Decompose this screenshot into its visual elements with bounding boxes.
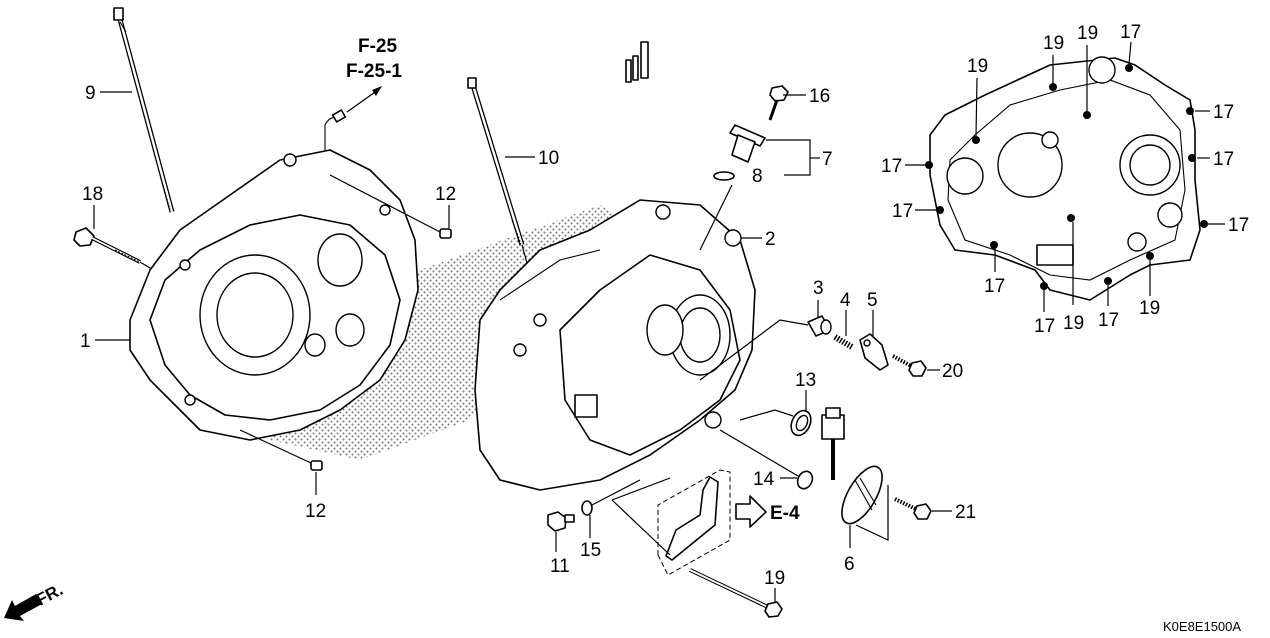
inset-callout-17-bottom-3: 17 [1098,310,1119,331]
callout-14: 14 [753,469,775,490]
part-2-crankcase-right[interactable] [474,199,756,491]
inset-callout-17-left-1: 17 [881,156,902,177]
callout-4: 4 [840,290,851,311]
part-20-bolt[interactable] [892,354,927,377]
part-6-oil-strainer[interactable] [821,407,890,541]
f25-reference-arrow[interactable] [346,86,382,113]
part-15-washer[interactable] [581,479,641,516]
inset-callout-17-bottom-2: 17 [1034,316,1055,337]
part-19-bolt-bottom[interactable] [689,568,783,618]
inset-callout-19-bottom-1: 19 [1063,313,1084,334]
inset-callout-17-bottom-1: 17 [984,276,1005,297]
callout-20: 20 [942,361,963,382]
front-direction-indicator: FR. [4,580,66,621]
callout-21: 21 [955,502,976,523]
callout-11: 11 [550,556,570,577]
e4-reference-arrow[interactable] [735,495,767,528]
reference-f25-1[interactable]: F-25-1 [346,61,402,82]
part-4-spring[interactable] [833,334,854,350]
part-8-o-ring[interactable] [699,171,735,251]
part-3-cap[interactable] [699,315,832,381]
bolt-hole-markers [925,64,1208,290]
reference-f25[interactable]: F-25 [358,36,398,57]
part-14-o-ring[interactable] [719,429,815,491]
callout-16: 16 [809,86,830,107]
callout-13: 13 [795,370,816,391]
callout-3: 3 [813,278,824,299]
part-12-dowel-pin-bottom[interactable] [239,429,323,471]
part-13-oil-seal[interactable] [739,407,815,438]
e4-bracket-group[interactable] [611,469,731,576]
inset-callout-19-top-3: 19 [1077,23,1098,44]
callout-18: 18 [82,184,103,205]
front-arrow-icon [4,594,42,621]
callout-19-bottom: 19 [764,568,785,589]
part-16-bolt[interactable] [768,85,789,121]
inset-callout-17-right-1: 17 [1213,102,1234,123]
inset-callout-19-top-1: 19 [967,56,988,77]
callout-10: 10 [538,148,559,169]
inset-callout-19-bottom-2: 19 [1139,298,1160,319]
inset-callout-17-right-3: 17 [1228,215,1249,236]
part-5-stopper-arm[interactable] [859,333,889,371]
part-9-stud-bolt-long[interactable] [113,7,175,213]
part-11-drain-bolt[interactable] [547,511,575,532]
callout-6: 6 [844,554,855,575]
callout-2: 2 [765,229,776,250]
callout-7: 7 [822,149,833,170]
part-1-crankcase-left[interactable] [129,109,419,441]
inset-callout-17-top: 17 [1120,22,1141,43]
part-12-dowel-pin-top[interactable] [329,174,452,239]
callout-12-bottom: 12 [305,501,326,522]
inset-callout-17-left-2: 17 [892,201,913,222]
part-21-bolt[interactable] [894,497,932,520]
inset-leaders [905,41,1225,312]
callout-12-top: 12 [435,184,456,205]
part-18-bolt[interactable] [73,227,171,281]
crankcase-bolt-pattern-inset [905,41,1225,312]
callout-8: 8 [752,166,763,187]
callout-labels: 9 18 1 12 12 10 16 7 8 2 3 4 5 20 13 14 … [80,83,976,589]
callout-5: 5 [867,290,878,311]
callout-leaders [93,91,952,602]
diagram-code: K0E8E1500A [1163,619,1241,634]
callout-9: 9 [85,83,96,104]
inset-callout-labels: 17 17 17 17 17 17 17 17 17 19 19 19 19 1… [881,22,1249,337]
callout-1: 1 [80,331,91,352]
inset-callout-17-right-2: 17 [1213,149,1234,170]
inset-callout-19-top-2: 19 [1043,33,1064,54]
callout-15: 15 [580,540,601,561]
reference-e4[interactable]: E-4 [770,503,800,524]
part-7-neutral-switch[interactable] [625,41,766,163]
